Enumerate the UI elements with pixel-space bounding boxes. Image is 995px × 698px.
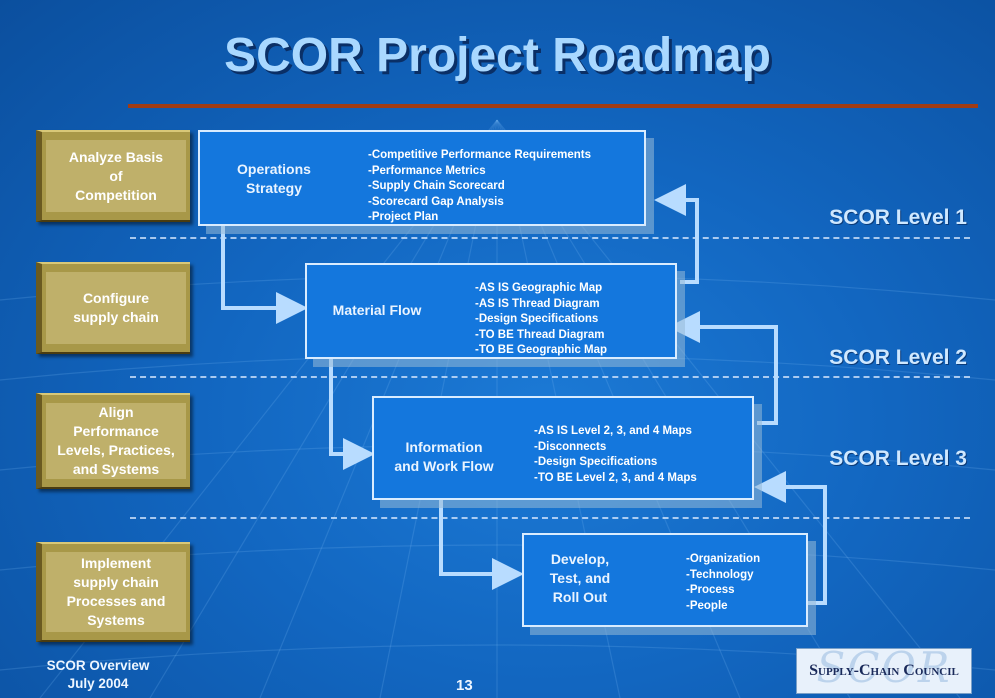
page-number: 13 <box>456 677 473 694</box>
level-separator <box>130 237 970 239</box>
list-item: -People <box>686 599 728 612</box>
list-item: -Design Specifications <box>475 313 599 325</box>
stage-analyze-competition: Analyze Basis of Competition <box>36 130 190 222</box>
step-items: -AS IS Geographic Map -AS IS Thread Diag… <box>475 281 607 359</box>
stage-configure-supply-chain: Configure supply chain <box>36 262 190 354</box>
stage-label: Analyze Basis of Competition <box>46 140 186 212</box>
level-separator <box>130 376 970 378</box>
logo-text: Supply-Chain Council <box>809 662 959 679</box>
step-operations-strategy: Operations Strategy -Competitive Perform… <box>198 130 646 226</box>
level-label-3: SCOR Level 3 <box>829 447 967 470</box>
step-items: -Competitive Performance Requirements -P… <box>368 148 591 226</box>
list-item: -Supply Chain Scorecard <box>368 180 505 192</box>
list-item: -TO BE Thread Diagram <box>475 328 605 341</box>
list-item: -Disconnects <box>534 440 607 453</box>
level-separator <box>130 517 970 519</box>
list-item: -Organization <box>686 553 761 565</box>
supply-chain-council-logo: SCOR Supply-Chain Council <box>796 648 972 694</box>
step-information-work-flow: Information and Work Flow -AS IS Level 2… <box>372 396 754 500</box>
list-item: -Project Plan <box>368 211 439 223</box>
list-item: -Performance Metrics <box>368 164 486 177</box>
stage-label: Implement supply chain Processes and Sys… <box>46 552 186 632</box>
step-title: Information and Work Flow <box>394 439 494 474</box>
slide-title: SCOR Project Roadmap <box>224 29 771 82</box>
level-label-1: SCOR Level 1 <box>829 206 967 229</box>
logo-watermark: SCOR <box>816 648 952 692</box>
footer-line: SCOR Overview <box>46 658 150 673</box>
step-title: Material Flow <box>332 302 422 318</box>
title-rule <box>128 104 978 108</box>
list-item: -AS IS Thread Diagram <box>475 297 600 310</box>
list-item: -AS IS Level 2, 3, and 4 Maps <box>534 425 692 437</box>
stage-implement: Implement supply chain Processes and Sys… <box>36 542 190 642</box>
list-item: -Competitive Performance Requirements <box>368 149 592 161</box>
list-item: -AS IS Geographic Map <box>475 282 603 294</box>
list-item: -Technology <box>686 568 754 581</box>
stage-label: Align Performance Levels, Practices, and… <box>46 403 186 479</box>
footer-line: July 2004 <box>67 676 129 691</box>
step-items: -AS IS Level 2, 3, and 4 Maps -Disconnec… <box>534 424 697 486</box>
stage-label: Configure supply chain <box>46 272 186 344</box>
step-develop-test-rollout: Develop, Test, and Roll Out -Organizatio… <box>522 533 808 627</box>
list-item: -Process <box>686 584 735 596</box>
level-label-2: SCOR Level 2 <box>829 346 967 369</box>
list-item: -TO BE Geographic Map <box>475 344 608 356</box>
step-items: -Organization -Technology -Process -Peop… <box>686 552 760 614</box>
step-material-flow: Material Flow -AS IS Geographic Map -AS … <box>305 263 677 359</box>
stage-align-performance: Align Performance Levels, Practices, and… <box>36 393 190 489</box>
step-title: Operations Strategy <box>237 161 311 196</box>
list-item: -TO BE Level 2, 3, and 4 Maps <box>534 471 697 484</box>
footer-caption: SCOR Overview July 2004 <box>36 657 160 693</box>
step-title: Develop, Test, and Roll Out <box>549 551 611 605</box>
list-item: -Design Specifications <box>534 456 658 468</box>
list-item: -Scorecard Gap Analysis <box>368 195 504 208</box>
